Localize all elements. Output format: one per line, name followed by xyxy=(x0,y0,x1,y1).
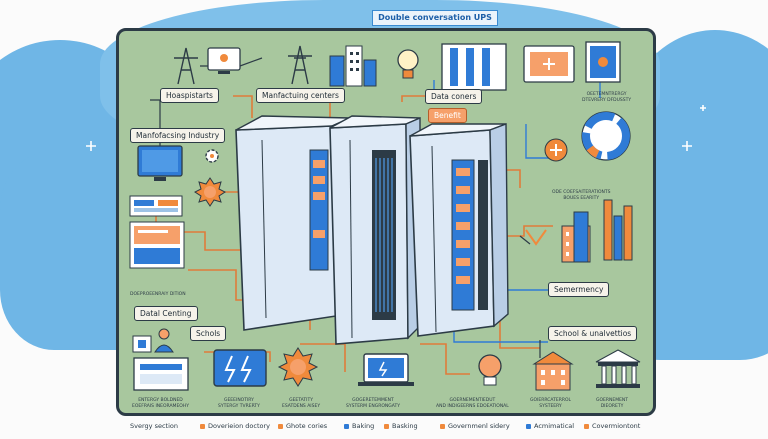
legend-item: Acmimatical xyxy=(526,422,574,430)
caption-bottom-5: GOERNEMENTIEDUT AND INDIGEERNS EDOEATION… xyxy=(436,398,509,409)
caption-bottom-2: GEEEINOTIRY SYTERGY TVRERTY xyxy=(218,398,260,409)
caption-bottom-6: GOIERRCATERROL SYSTEERY xyxy=(530,398,571,409)
power-pylon-icon-2 xyxy=(288,45,312,85)
power-pylon-icon xyxy=(174,47,198,85)
document-icon-bottom xyxy=(133,357,189,391)
legend-swatch xyxy=(526,423,531,429)
bar-chart-icon xyxy=(603,199,633,261)
city-buildings-icon xyxy=(329,45,377,87)
sun-icon-bottom xyxy=(277,347,319,387)
legend-swatch xyxy=(278,423,283,429)
person-icon xyxy=(154,328,174,353)
ups-unit-right xyxy=(409,122,509,337)
caption-bottom-3: GEETATITY ESATDENS AISEY xyxy=(282,398,321,409)
sparkle-icons xyxy=(86,105,706,151)
government-building-icon xyxy=(595,349,641,388)
caption-bottom-1: ENTERGY BOLDNED EOEFRAIS INEORAMEOHY xyxy=(132,398,189,409)
caption-middle-right: ODE COEFSAITERATIONTS BOUES EEARITY xyxy=(552,190,611,201)
legend-item: Basking xyxy=(384,422,418,430)
chart-card-left xyxy=(129,221,185,269)
legend-swatch xyxy=(344,423,349,429)
label-schools-universities: School & unalvettios xyxy=(548,326,638,341)
legend-swatch xyxy=(200,423,205,429)
label-schools: Schols xyxy=(190,326,227,341)
label-data-centing: Datal Centing xyxy=(134,306,198,321)
school-building-icon xyxy=(532,351,574,391)
gear-icon xyxy=(205,149,219,163)
light-bulb-icon xyxy=(397,49,419,79)
plus-circle-icon xyxy=(544,138,568,162)
server-panels-top xyxy=(441,43,507,91)
monitor-icon-top xyxy=(207,47,241,74)
label-benefit: Benefit xyxy=(428,108,467,123)
legend-item: Baking xyxy=(344,422,374,430)
office-building-icon xyxy=(561,211,591,263)
monitor-icon-left xyxy=(137,145,183,181)
legend-swatch xyxy=(384,423,389,429)
legend-item: Doverieion doctory xyxy=(200,422,270,430)
legend-item: Svergy section xyxy=(130,422,178,430)
legend-item: Governmenl sidery xyxy=(440,422,510,430)
control-cabinet-icon xyxy=(585,41,621,83)
legend-swatch xyxy=(584,423,589,429)
label-hospitals: Hoaspistarts xyxy=(160,88,219,103)
power-screen-icon xyxy=(213,349,267,387)
caption-middle-left: DOEPROEENRAIY DITION xyxy=(130,292,186,297)
caption-bottom-4: GOGERETEMMENT SYSTERM ENGRONGATY xyxy=(346,398,400,409)
sun-icon-left xyxy=(194,177,226,207)
label-semergency: Semermency xyxy=(548,282,610,297)
diagram-title: Double conversation UPS xyxy=(372,10,498,26)
ups-unit-middle xyxy=(329,115,421,345)
legend-swatch xyxy=(440,423,445,429)
arrow-down-icon xyxy=(525,229,547,246)
label-manufacturing-industry: Manfofacsing Industry xyxy=(130,128,226,143)
caption-bottom-7: GOERNEMENT DIEORETY xyxy=(596,398,629,409)
clinic-icon xyxy=(132,335,152,353)
legend-item: Ghote cories xyxy=(278,422,327,430)
light-bulb-icon-bottom xyxy=(478,354,502,386)
legend: Svergy section Doverieion doctory Ghote … xyxy=(0,420,768,436)
ring-chart-icon xyxy=(581,111,631,161)
legend-item: Covermiontont xyxy=(584,422,640,430)
label-manufacturing-centers: Manfactuing centers xyxy=(256,88,345,103)
label-data-centers: Data coners xyxy=(425,89,483,104)
laptop-icon xyxy=(358,353,414,386)
dashboard-card-left xyxy=(129,195,183,217)
plus-screen-icon xyxy=(523,45,575,83)
caption-top-right: OEETEMNTRERGY DTEVRERY DFDUSSTY xyxy=(582,92,632,103)
